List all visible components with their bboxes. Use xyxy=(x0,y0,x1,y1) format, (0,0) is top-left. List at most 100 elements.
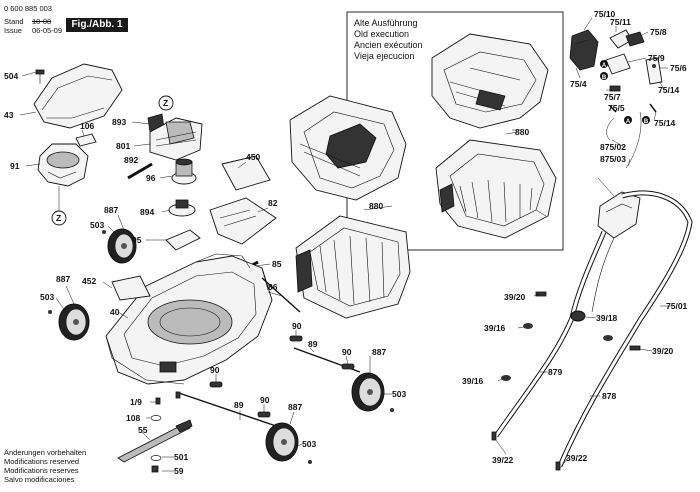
marker-b xyxy=(642,116,650,124)
marker-a-label: A xyxy=(626,119,631,125)
doc-number: 0 600 885 003 xyxy=(4,4,52,13)
callout-85: 85 xyxy=(272,259,282,269)
bushing-90 xyxy=(289,335,303,342)
knob-39-16 xyxy=(603,335,613,341)
motor-assembly-801 xyxy=(147,113,203,161)
callout-90: 90 xyxy=(210,365,220,375)
screw-503 xyxy=(102,230,106,234)
marker-a xyxy=(600,60,608,68)
grass-box-base-880 xyxy=(295,215,411,319)
screw-503 xyxy=(308,460,312,464)
z-label: Z xyxy=(163,98,168,108)
callout-55: 55 xyxy=(138,425,148,435)
motor-housing-91 xyxy=(37,143,89,187)
cable-guide xyxy=(597,177,615,197)
marker-b xyxy=(600,72,608,80)
wheel-upper-left xyxy=(107,228,137,264)
motor-hood-43 xyxy=(33,63,123,129)
filter-106 xyxy=(75,133,97,147)
upper-handle-75-01 xyxy=(569,190,693,322)
screw-75-14 xyxy=(649,103,657,113)
callout-95: 95 xyxy=(132,235,142,245)
callout-90: 90 xyxy=(342,347,352,357)
callout-452: 452 xyxy=(82,276,96,286)
callout-503-rear: 503 xyxy=(392,389,406,399)
callout-75-10: 75/10 xyxy=(594,9,616,19)
marker-b-label: B xyxy=(602,75,607,81)
leader-lines xyxy=(19,17,672,472)
callout-501: 501 xyxy=(174,452,188,462)
flap-82 xyxy=(209,197,277,245)
callout-39-20: 39/20 xyxy=(652,346,674,356)
washer-108 xyxy=(150,415,162,421)
callout-39-22: 39/22 xyxy=(566,453,588,463)
footer-note: Modifications reserved xyxy=(4,457,80,466)
figure-label: Fig./Abb. 1 xyxy=(66,18,128,32)
bolt-59 xyxy=(151,465,159,473)
lower-handle-878 xyxy=(557,318,643,467)
callout-875-03: 875/03 xyxy=(600,154,626,164)
callout-91: 91 xyxy=(10,161,20,171)
footer-note: Änderungen vorbehalten xyxy=(4,448,87,457)
callout-75-9: 75/9 xyxy=(648,53,665,63)
callout-878: 878 xyxy=(602,391,616,401)
callout-893: 893 xyxy=(112,117,126,127)
stand-label: Stand xyxy=(4,17,24,26)
bolt-39-20 xyxy=(629,345,641,351)
callout-82: 82 xyxy=(268,198,278,208)
knob-39-16 xyxy=(523,323,533,329)
callout-75-5: 75/5 xyxy=(608,103,625,113)
lower-handle-879 xyxy=(493,317,575,438)
washer-501 xyxy=(150,455,162,461)
marker-b-label: B xyxy=(644,119,649,125)
callout-39-20: 39/20 xyxy=(504,292,526,302)
legend-line: Old execution xyxy=(354,29,410,39)
callout-880: 880 xyxy=(369,201,383,211)
bushing-90 xyxy=(341,363,355,370)
end-39-22 xyxy=(491,431,497,441)
callout-801: 801 xyxy=(116,141,130,151)
callout-887-left: 887 xyxy=(56,274,70,284)
footer-notes: Änderungen vorbehalten Modifications res… xyxy=(4,448,86,484)
mower-deck-40 xyxy=(105,253,273,385)
knob-39-18 xyxy=(570,310,586,322)
front-axle-89 xyxy=(175,391,277,427)
callout-89: 89 xyxy=(234,400,244,410)
footer-note: Salvo modificaciones xyxy=(4,475,75,484)
callout-39-22: 39/22 xyxy=(492,455,514,465)
callout-504: 504 xyxy=(4,71,18,81)
z-marker xyxy=(158,95,174,111)
blade-55 xyxy=(117,423,191,463)
end-39-22 xyxy=(555,461,561,471)
callout-75-14: 75/14 xyxy=(654,118,676,128)
callout-450: 450 xyxy=(246,152,260,162)
wheel-front-right xyxy=(265,422,299,462)
bushing-90 xyxy=(209,381,223,388)
part-75-8 xyxy=(625,31,645,47)
cover-452 xyxy=(111,275,151,301)
blade-tip xyxy=(175,419,193,433)
switch-cover-75-6 xyxy=(645,57,663,85)
grass-box-top-880 xyxy=(289,95,407,201)
callout-96: 96 xyxy=(146,173,156,183)
old-execution-legend: Alte Ausführung Old execution Ancien exé… xyxy=(354,18,423,62)
callout-75-4: 75/4 xyxy=(570,79,587,89)
marker-a xyxy=(624,116,632,124)
callout-59: 59 xyxy=(174,466,184,476)
callout-75-7: 75/7 xyxy=(604,92,621,102)
callout-75-11: 75/11 xyxy=(610,17,631,27)
callout-75-6: 75/6 xyxy=(670,63,687,73)
bushing-90 xyxy=(257,411,271,418)
old-grass-box-lid xyxy=(431,33,549,129)
callout-90: 90 xyxy=(292,321,302,331)
callout-1-9: 1/9 xyxy=(130,397,142,407)
switch-housing-75-4 xyxy=(569,29,599,71)
cable-875-02 xyxy=(606,117,615,141)
callout-75-14: 75/14 xyxy=(658,85,680,95)
callout-75-01: 75/01 xyxy=(666,301,688,311)
callout-880-old: 880 xyxy=(515,127,529,137)
issue-value: 06-05-09 xyxy=(32,26,63,35)
callout-39-16: 39/16 xyxy=(462,376,484,386)
callout-40: 40 xyxy=(110,307,120,317)
